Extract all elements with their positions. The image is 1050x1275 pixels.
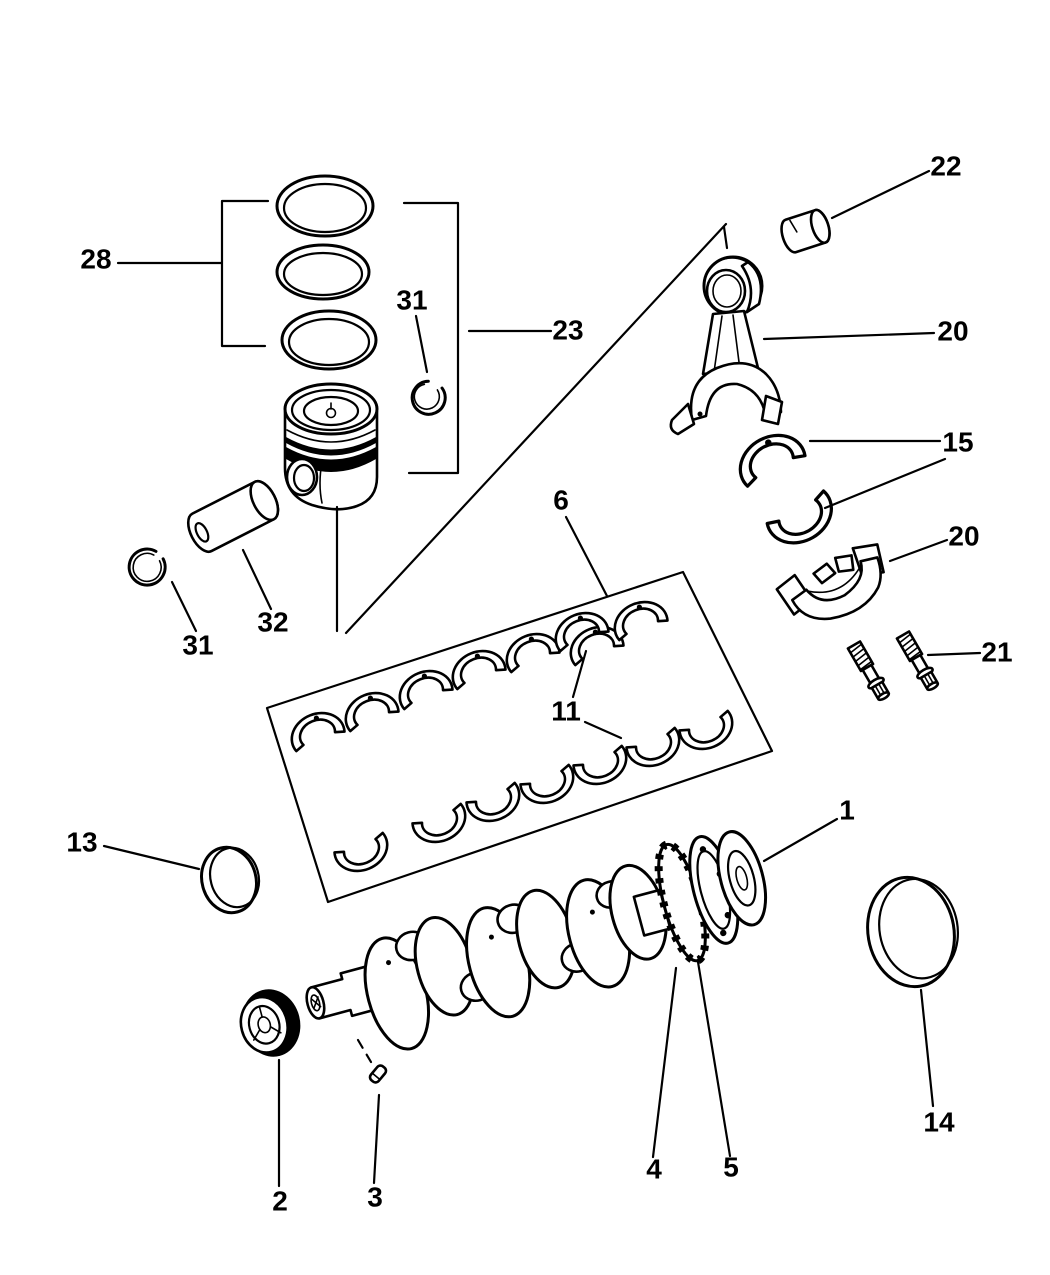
crankshaft [305,830,768,1051]
callout-14: 14 [923,1107,955,1138]
rear-wear-ring [866,875,960,989]
callout-20-cap: 20 [948,521,979,552]
leader-13 [102,844,201,871]
connecting-rod [669,255,784,436]
leader-31-top [414,314,429,374]
piston-pin [186,479,280,553]
leader-32 [241,548,273,611]
leader-1 [762,817,839,863]
crank-key [368,1064,388,1084]
leader-20-cap [888,538,949,563]
snap-ring-top [410,379,447,416]
leader-4 [651,966,678,1159]
bracket-28 [220,199,270,348]
callout-28: 28 [80,244,111,275]
leader-3 [372,1093,381,1185]
callout-20-rod: 20 [937,316,968,347]
leader-14 [919,988,935,1108]
rod-bolt-2 [894,629,943,694]
piston-ring-oil [280,309,378,371]
leader-21 [926,651,982,657]
rod-cap [775,543,885,621]
snap-ring-left [127,547,167,587]
callout-32: 32 [257,607,288,638]
leader-6 [564,515,609,598]
crank-gear [239,989,301,1057]
callout-3: 3 [367,1182,383,1213]
callout-2: 2 [272,1186,288,1217]
piston-ring-middle [275,243,371,301]
leader-15b [823,457,947,510]
pin-bushing [780,208,831,254]
key-dash-line [356,1038,373,1064]
main-bearing-upper-shells [283,593,670,753]
piston [283,382,379,511]
callout-4: 4 [646,1154,662,1185]
callout-1: 1 [839,795,855,826]
rod-bolt-1 [845,639,894,704]
leader-5 [696,960,732,1158]
callout-6: 6 [553,485,569,516]
leader-22 [830,169,931,220]
main-bearing-box [265,570,774,904]
callout-31-left: 31 [182,630,213,661]
callout-31-top: 31 [396,285,427,316]
rod-bearing-upper [728,422,808,489]
callout-23: 23 [552,315,583,346]
callout-21: 21 [981,637,1012,668]
front-seal-ring [200,845,261,915]
assembly-diagonal-line [344,222,729,635]
callout-5: 5 [723,1152,739,1183]
callout-11: 11 [551,696,581,727]
leader-11a [571,649,588,699]
rod-bearing-lower [764,488,844,556]
leader-31-left [170,580,198,633]
bracket-23 [402,201,460,475]
leader-20-rod [762,331,936,341]
leader-11b [583,720,623,740]
callout-15: 15 [942,427,973,458]
piston-ring-top [275,174,375,238]
callout-13: 13 [66,827,97,858]
callout-22: 22 [930,151,961,182]
